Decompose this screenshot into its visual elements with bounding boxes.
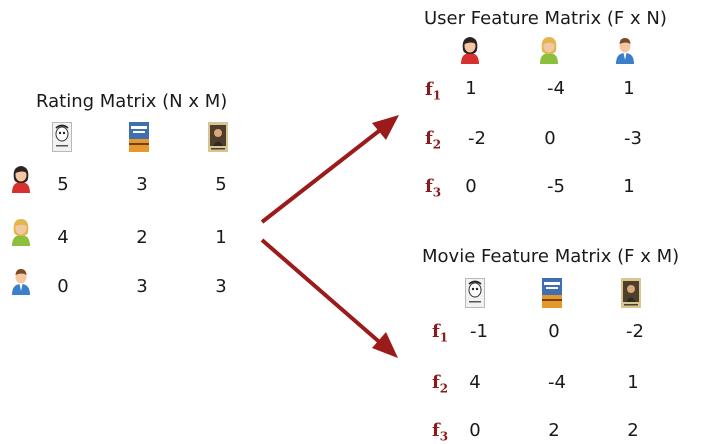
rating-cell: 5 — [57, 174, 69, 195]
user-feature-cell: 1 — [623, 78, 635, 99]
user-feature-cell: 1 — [623, 176, 635, 197]
rating-matrix-title: Rating Matrix (N x M) — [36, 91, 228, 112]
blonde-user-icon — [536, 34, 562, 68]
rating-cell: 4 — [57, 227, 69, 248]
movie-poster-2-icon — [129, 122, 149, 152]
movie-feature-cell: -4 — [548, 372, 566, 393]
arrow-head-down — [372, 332, 398, 358]
feature-label-f2: f2 — [425, 128, 442, 152]
user-feature-cell: 1 — [465, 78, 477, 99]
blonde-user-icon — [8, 216, 34, 250]
arrow-to-movie-matrix — [260, 238, 386, 348]
rating-cell: 3 — [136, 174, 148, 195]
arrow-to-user-matrix — [260, 125, 386, 224]
male-user-icon — [612, 34, 638, 68]
female-user-icon — [457, 34, 483, 68]
rating-cell: 3 — [215, 276, 227, 297]
user-feature-cell: 0 — [544, 128, 556, 149]
feature-label-f2: f2 — [432, 372, 449, 396]
movie-poster-3-icon — [621, 278, 641, 308]
movie-feature-cell: 0 — [469, 420, 481, 441]
rating-cell: 3 — [136, 276, 148, 297]
movie-feature-matrix-title: Movie Feature Matrix (F x M) — [422, 246, 680, 267]
movie-feature-cell: 2 — [548, 420, 560, 441]
user-feature-cell: -2 — [468, 128, 486, 149]
user-feature-cell: -3 — [624, 128, 642, 149]
movie-feature-cell: -2 — [626, 321, 644, 342]
movie-feature-cell: -1 — [470, 321, 488, 342]
feature-label-f3: f3 — [425, 176, 442, 200]
female-user-icon — [8, 163, 34, 197]
movie-feature-cell: 1 — [627, 372, 639, 393]
movie-poster-1-icon — [52, 122, 72, 152]
user-feature-matrix-title: User Feature Matrix (F x N) — [424, 8, 667, 29]
movie-poster-1-icon — [465, 278, 485, 308]
rating-cell: 5 — [215, 174, 227, 195]
movie-poster-3-icon — [208, 122, 228, 152]
rating-cell: 0 — [57, 276, 69, 297]
movie-poster-2-icon — [542, 278, 562, 308]
arrow-head-up — [372, 115, 399, 140]
feature-label-f3: f3 — [432, 420, 449, 444]
rating-cell: 1 — [215, 227, 227, 248]
user-feature-cell: -4 — [547, 78, 565, 99]
feature-label-f1: f1 — [432, 321, 449, 345]
user-feature-cell: -5 — [547, 176, 565, 197]
male-user-icon — [8, 265, 34, 299]
movie-feature-cell: 4 — [469, 372, 481, 393]
movie-feature-cell: 2 — [627, 420, 639, 441]
user-feature-cell: 0 — [465, 176, 477, 197]
movie-feature-cell: 0 — [548, 321, 560, 342]
rating-cell: 2 — [136, 227, 148, 248]
feature-label-f1: f1 — [425, 79, 442, 103]
